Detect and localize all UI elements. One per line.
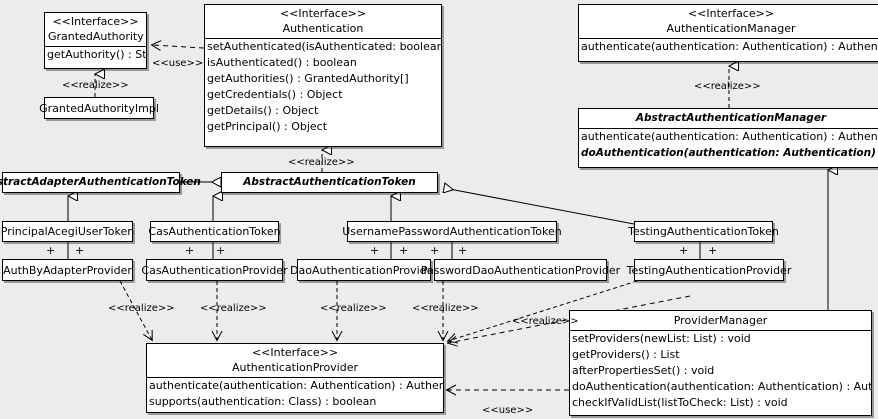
class-principal-acegi-user-token[interactable]: PrincipalAcegiUserToken	[0, 221, 135, 242]
class-name: GrantedAuthority	[48, 30, 144, 43]
class-header: <<Interface>> GrantedAuthority	[45, 13, 146, 46]
multiplicity-marker: +	[430, 244, 440, 257]
class-name: TestingAuthenticationToken	[628, 225, 779, 238]
edge-label-realize-granted-authority-impl: <<realize>>	[62, 80, 129, 91]
methods-compartment: authenticate(authentication: Authenticat…	[579, 128, 878, 161]
method-item: afterPropertiesSet() : void	[572, 364, 715, 377]
class-name: AbstractAuthenticationManager	[635, 112, 827, 124]
multiplicity-marker: +	[399, 244, 409, 257]
class-authentication[interactable]: <<Interface>> Authentication setAuthenti…	[204, 4, 442, 147]
class-name: ProviderManager	[673, 314, 768, 327]
class-header: <<Interface>> AuthenticationManager	[579, 5, 878, 38]
edge-label-realize-cas-provider: <<realize>>	[200, 303, 267, 314]
class-name: UsernamePasswordAuthenticationToken	[342, 225, 562, 238]
class-authentication-provider[interactable]: <<Interface>> AuthenticationProvider aut…	[146, 343, 444, 413]
method-item: doAuthentication(authentication: Authent…	[581, 147, 878, 159]
edge-label-realize-provider-manager: <<realize>>	[512, 316, 579, 327]
edge-label-realize-abstract-authentication-token: <<realize>>	[288, 157, 355, 168]
class-name: GrantedAuthorityImpl	[39, 101, 159, 115]
class-name: PrincipalAcegiUserToken	[0, 225, 135, 238]
edge-label-realize-auth-by-adapter: <<realize>>	[108, 303, 175, 314]
multiplicity-marker: +	[679, 244, 689, 257]
multiplicity-marker: +	[185, 244, 195, 257]
class-provider-manager[interactable]: ProviderManager setProviders(newList: Li…	[569, 310, 872, 416]
method-item: authenticate(authentication: Authenticat…	[581, 40, 878, 53]
method-item: getCredentials() : Object	[207, 88, 343, 101]
class-name: AuthByAdapterProvider	[3, 263, 132, 277]
method-item: supports(authentication: Class) : boolea…	[149, 395, 377, 408]
class-password-dao-authentication-provider[interactable]: PasswordDaoAuthenticationProvider	[421, 259, 620, 281]
multiplicity-marker: +	[458, 244, 468, 257]
edge-label-realize-password-dao-provider: <<realize>>	[412, 303, 479, 314]
methods-compartment: setAuthenticated(isAuthenticated: boolea…	[205, 38, 441, 135]
method-item: setProviders(newList: List) : void	[572, 332, 751, 345]
class-header: AbstractAuthenticationManager	[579, 109, 878, 128]
class-granted-authority-impl[interactable]: GrantedAuthorityImpl	[39, 97, 159, 119]
class-cas-authentication-provider[interactable]: CasAuthenticationProvider	[141, 259, 288, 281]
method-item: getAuthority() : String	[47, 48, 146, 61]
class-name: AbstractAdapterAuthenticationToken	[0, 176, 201, 188]
class-abstract-authentication-token[interactable]: AbstractAuthenticationToken	[221, 172, 438, 193]
method-item: doAuthentication(authentication: Authent…	[572, 380, 871, 393]
class-header: <<Interface>> Authentication	[205, 5, 441, 38]
multiplicity-marker: +	[75, 244, 85, 257]
method-item: authenticate(authentication: Authenticat…	[149, 379, 443, 392]
methods-compartment: authenticate(authentication: Authenticat…	[147, 377, 443, 410]
class-name: PasswordDaoAuthenticationProvider	[420, 263, 621, 277]
edge-label-realize-abstract-authentication-manager: <<realize>>	[694, 81, 761, 92]
method-item: isAuthenticated() : boolean	[207, 56, 357, 69]
class-name: DaoAuthenticationProvider	[290, 263, 438, 277]
class-name: AuthenticationManager	[666, 22, 796, 35]
multiplicity-marker: +	[708, 244, 718, 257]
stereotype-label: <<Interface>>	[687, 7, 775, 20]
class-header: <<Interface>> AuthenticationProvider	[147, 344, 443, 377]
edge-label-use-provider-manager: <<use>>	[482, 405, 534, 416]
class-testing-authentication-token[interactable]: TestingAuthenticationToken	[628, 221, 779, 242]
method-item: getDetails() : Object	[207, 104, 319, 117]
class-abstract-adapter-authentication-token[interactable]: AbstractAdapterAuthenticationToken	[0, 172, 201, 193]
class-name: AuthenticationProvider	[231, 361, 359, 374]
stereotype-label: <<Interface>>	[52, 15, 139, 28]
multiplicity-marker: +	[46, 244, 56, 257]
multiplicity-marker: +	[370, 244, 380, 257]
methods-compartment: setProviders(newList: List) : void getPr…	[570, 330, 871, 411]
methods-compartment: getAuthority() : String	[45, 46, 146, 63]
class-name: TestingAuthenticationProvider	[626, 263, 792, 277]
method-item: authenticate(authentication: Authenticat…	[581, 130, 878, 143]
class-testing-authentication-provider[interactable]: TestingAuthenticationProvider	[627, 259, 791, 281]
stereotype-label: <<Interface>>	[251, 346, 339, 359]
method-item: setAuthenticated(isAuthenticated: boolea…	[207, 40, 441, 53]
class-granted-authority[interactable]: <<Interface>> GrantedAuthority getAuthor…	[44, 12, 147, 69]
method-item: getProviders() : List	[572, 348, 680, 361]
class-dao-authentication-provider[interactable]: DaoAuthenticationProvider	[290, 259, 438, 281]
class-name: CasAuthenticationProvider	[141, 263, 288, 277]
class-cas-authentication-token[interactable]: CasAuthenticationToken	[148, 221, 281, 242]
method-item: getAuthorities() : GrantedAuthority[]	[207, 72, 409, 85]
class-name: Authentication	[282, 22, 364, 35]
method-item: checkIfValidList(listToCheck: List) : vo…	[572, 396, 788, 409]
class-authentication-manager[interactable]: <<Interface>> AuthenticationManager auth…	[578, 4, 878, 62]
class-header: ProviderManager	[570, 311, 871, 330]
edge-label-realize-dao-provider: <<realize>>	[320, 303, 387, 314]
multiplicity-marker: +	[216, 244, 226, 257]
class-name: CasAuthenticationToken	[148, 225, 281, 238]
stereotype-label: <<Interface>>	[279, 7, 367, 20]
class-name: AbstractAuthenticationToken	[243, 176, 416, 188]
methods-compartment: authenticate(authentication: Authenticat…	[579, 38, 878, 55]
class-abstract-authentication-manager[interactable]: AbstractAuthenticationManager authentica…	[578, 108, 878, 168]
edge-label-use-granted-authority: <<use>>	[152, 58, 204, 69]
method-item: getPrincipal() : Object	[207, 120, 328, 133]
class-username-password-authentication-token[interactable]: UsernamePasswordAuthenticationToken	[342, 221, 562, 242]
class-auth-by-adapter-provider[interactable]: AuthByAdapterProvider	[2, 259, 133, 281]
